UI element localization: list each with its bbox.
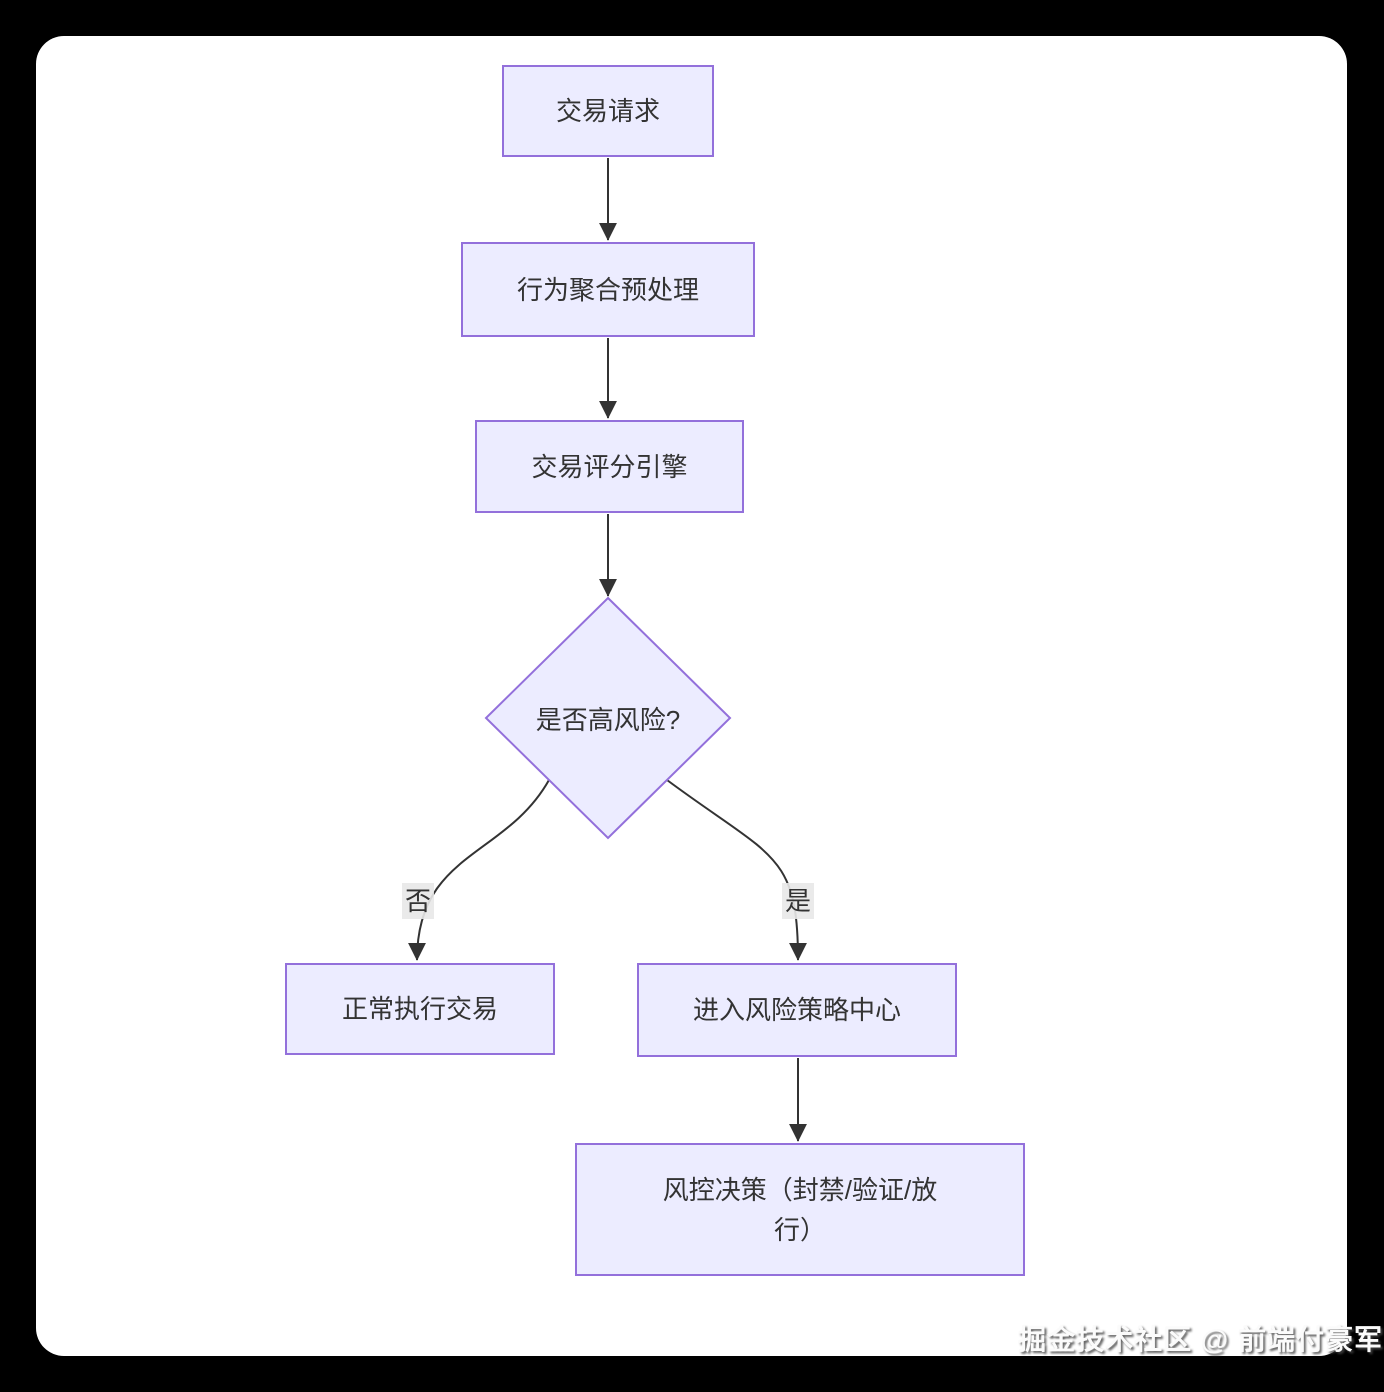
edge-label-yes: 是 — [781, 883, 815, 919]
edge-label-no: 否 — [401, 883, 435, 919]
node-transaction-request: 交易请求 — [502, 65, 714, 157]
node-label: 行为聚合预处理 — [516, 274, 699, 305]
node-label: 正常执行交易 — [341, 994, 498, 1024]
node-risk-control-decision: 风控决策（封禁/验证/放行） — [575, 1143, 1025, 1276]
node-high-risk-decision: 是否高风险? — [486, 598, 730, 838]
watermark-text: 掘金技术社区 @ 前端付豪军 — [1018, 1324, 1383, 1355]
node-risk-strategy-center: 进入风险策略中心 — [637, 963, 957, 1057]
node-label: 交易请求 — [555, 96, 660, 126]
node-label: 是否高风险? — [535, 704, 681, 735]
node-label: 进入风险策略中心 — [692, 995, 901, 1025]
node-behavior-preprocess: 行为聚合预处理 — [461, 242, 755, 337]
node-label: 交易评分引擎 — [531, 451, 688, 482]
node-label: 风控决策（封禁/验证/放行） — [662, 1174, 938, 1245]
node-execute-normally: 正常执行交易 — [285, 963, 555, 1055]
node-scoring-engine: 交易评分引擎 — [475, 420, 744, 513]
